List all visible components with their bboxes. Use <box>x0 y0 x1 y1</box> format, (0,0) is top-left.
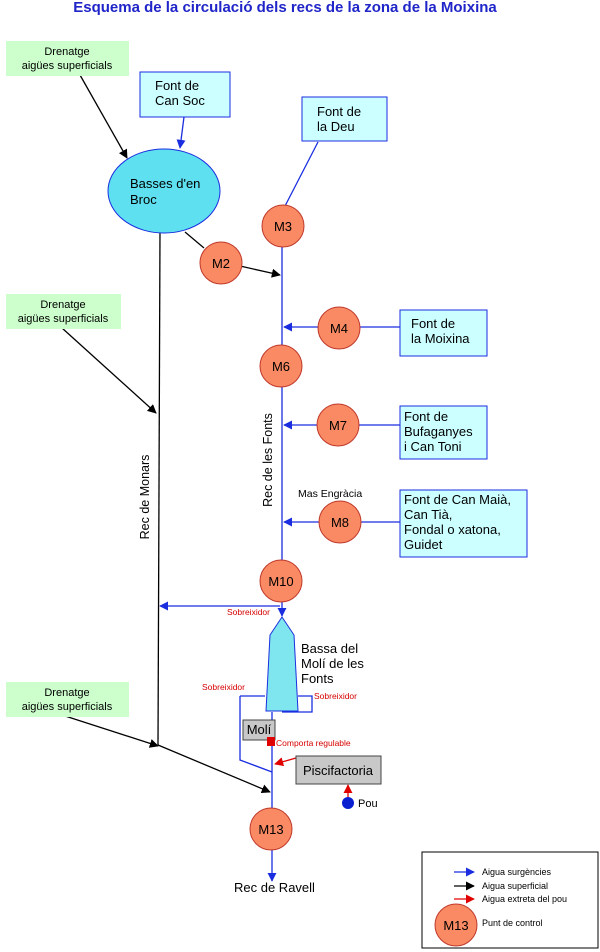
basses-line2: Broc <box>130 192 157 207</box>
source-moixina-line2: la Moixina <box>411 331 470 346</box>
control-m2: M2 <box>199 241 243 285</box>
piscifactoria: Piscifactoria <box>295 755 382 785</box>
source-bufaganyes-line2: Bufaganyes <box>404 424 473 439</box>
source-can-soc: Font de Can Soc <box>139 71 231 118</box>
control-m2-label: M2 <box>212 256 230 271</box>
drainage-box-2-line1: Drenatge <box>40 299 85 311</box>
legend-surgencies: Aigua surgències <box>482 867 552 877</box>
can-soc-to-basses-arrow <box>176 116 186 149</box>
sobreixidor-label-right: Sobreixidor <box>314 691 357 701</box>
comporta-marker <box>267 737 275 746</box>
moli: Molí <box>242 719 276 741</box>
control-m7: M7 <box>316 403 360 447</box>
source-can-maia-line2: Can Tià, <box>404 507 452 522</box>
control-m13: M13 <box>249 807 293 851</box>
drainage-box-3-line1: Drenatge <box>44 687 89 699</box>
moli-bypass-line <box>239 696 273 773</box>
drain2-to-monars-arrow <box>61 327 157 414</box>
source-can-soc-line2: Can Soc <box>155 93 205 108</box>
rec-monars-label: Rec de Monars <box>138 455 152 540</box>
source-bufaganyes-line1: Font de <box>404 409 448 424</box>
source-can-maia-line1: Font de Can Maià, <box>404 492 511 507</box>
control-m8-label: M8 <box>331 515 349 530</box>
drainage-box-3-line2: aigües superficials <box>22 701 113 713</box>
basses-to-m2-line <box>184 231 205 249</box>
control-m4: M4 <box>317 306 361 350</box>
control-m6: M6 <box>259 344 303 388</box>
control-m4-label: M4 <box>330 321 348 336</box>
basses-line1: Basses d'en <box>130 176 200 191</box>
control-m10-label: M10 <box>268 574 293 589</box>
piscifactoria-label: Piscifactoria <box>303 763 374 778</box>
source-deu: Font de la Deu <box>301 96 388 142</box>
source-bufaganyes: Font de Bufaganyes i Can Toni <box>399 405 488 460</box>
pou-label: Pou <box>358 798 378 810</box>
pou-icon <box>342 797 354 809</box>
source-can-soc-line1: Font de <box>155 78 199 93</box>
bassa-line1: Bassa del <box>301 641 358 656</box>
bassa-line3: Fonts <box>301 671 334 686</box>
well-water-flows <box>274 757 353 797</box>
source-can-maia-line4: Guidet <box>404 537 443 552</box>
control-m6-label: M6 <box>272 359 290 374</box>
source-moixina-line1: Font de <box>411 316 455 331</box>
piscifactoria-to-rec-arrow <box>274 757 297 767</box>
legend-control-icon <box>434 903 478 947</box>
surface-water-flows <box>61 74 281 794</box>
comporta-label: Comporta regulable <box>276 738 351 748</box>
rec-fonts-label: Rec de les Fonts <box>261 413 275 507</box>
drainage-box-1-line1: Drenatge <box>44 46 89 58</box>
source-can-maia: Font de Can Maià, Can Tià, Fondal o xato… <box>399 489 528 558</box>
control-m3: M3 <box>261 204 305 248</box>
deu-to-m3-line <box>283 141 319 209</box>
drainage-box-3: Drenatge aigües superficials <box>6 682 129 717</box>
bassa-line2: Molí de les <box>301 656 364 671</box>
control-m8: M8 <box>318 500 362 544</box>
source-deu-line2: la Deu <box>317 119 355 134</box>
drainage-box-2-line2: aigües superficials <box>18 313 109 325</box>
legend-control-text: Punt de control <box>482 918 543 928</box>
legend-superficial: Aigua superficial <box>482 881 548 891</box>
m2-to-rec-arrow <box>239 265 281 278</box>
control-m3-label: M3 <box>274 219 292 234</box>
source-can-maia-line3: Fondal o xatona, <box>404 522 501 537</box>
rec-monars-line <box>157 229 161 746</box>
drainage-box-2: Drenatge aigües superficials <box>6 294 121 329</box>
legend: Aigua surgències Aigua superficial Aigua… <box>421 851 599 949</box>
bassa-right-overflow-line <box>282 695 313 713</box>
control-m10: M10 <box>259 559 303 603</box>
basses-den-broc: Basses d'en Broc <box>107 148 221 234</box>
control-m13-label: M13 <box>258 822 283 837</box>
diagram-title: Esquema de la circulació dels recs de la… <box>73 0 497 16</box>
drain3-to-monars-arrow <box>61 714 159 748</box>
source-moixina: Font de la Moixina <box>399 309 488 357</box>
control-m7-label: M7 <box>329 418 347 433</box>
source-deu-line1: Font de <box>317 104 361 119</box>
monars-to-m13-arrow <box>157 744 271 794</box>
drainage-box-1: Drenatge aigües superficials <box>6 41 129 76</box>
source-bufaganyes-line3: i Can Toni <box>404 439 462 454</box>
legend-pou: Aigua extreta del pou <box>482 894 567 904</box>
bassa-del-moli: Bassa del Molí de les Fonts <box>265 616 364 712</box>
drainage-box-1-line2: aigües superficials <box>22 60 113 72</box>
sobreixidor-label-left: Sobreixidor <box>202 682 245 692</box>
sobreixidor-label-top: Sobreixidor <box>227 607 270 617</box>
mas-engracia-label: Mas Engràcia <box>298 488 362 500</box>
drain1-to-basses-arrow <box>79 74 128 159</box>
moli-label: Molí <box>247 722 272 737</box>
legend-control-label: M13 <box>443 918 468 933</box>
rec-ravell-label: Rec de Ravell <box>234 880 315 895</box>
